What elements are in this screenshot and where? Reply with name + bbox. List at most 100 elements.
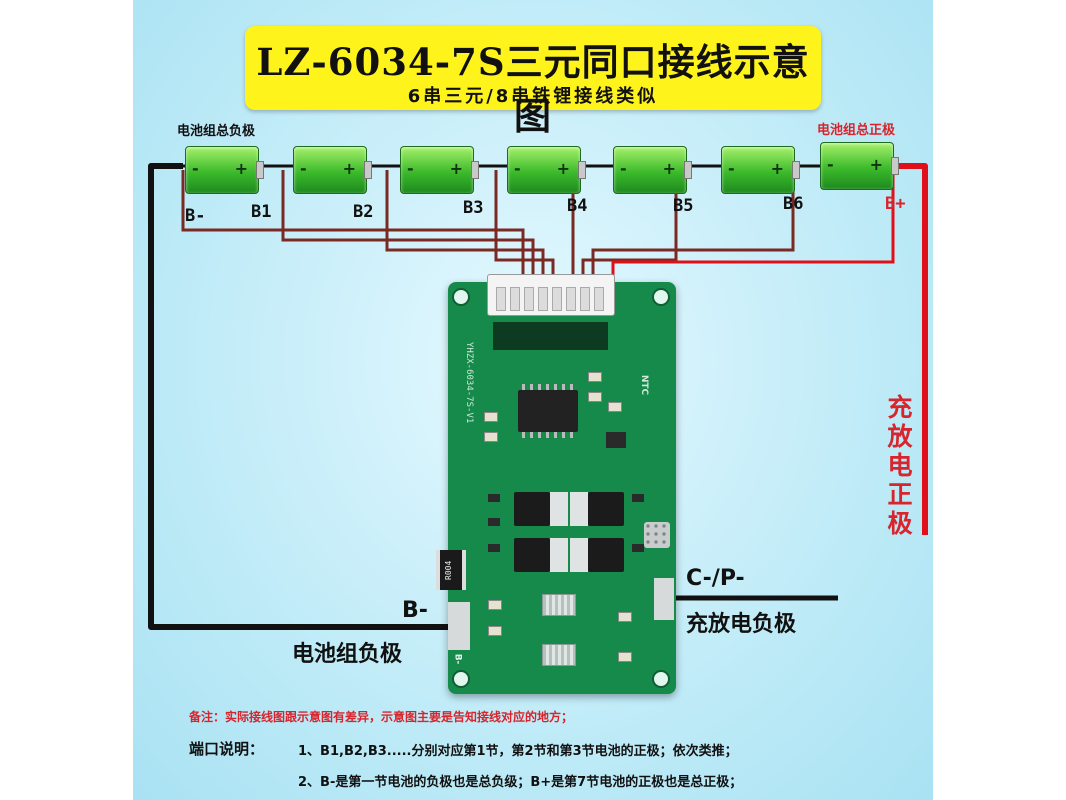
connector-pin xyxy=(580,287,590,311)
remark-note: 备注：实际接线图跟示意图有差异，示意图主要是告知接线对应的地方； xyxy=(189,710,574,724)
chip-pin xyxy=(562,384,565,390)
chip-pin xyxy=(554,384,557,390)
mosfet-tab xyxy=(550,538,568,572)
balance-wire-b5 xyxy=(581,170,678,286)
smd-resistor xyxy=(618,612,632,622)
label-b6: B6 xyxy=(783,194,804,214)
cell-plus-sign: + xyxy=(556,159,570,178)
connector-pin xyxy=(496,287,506,311)
mosfet-tab xyxy=(550,492,568,526)
mounting-hole xyxy=(652,288,670,306)
diagram-panel: LZ-6034-7S三元同口接线示意图 6串三元/8串铁锂接线类似 电池组总负极… xyxy=(133,0,933,800)
connector-pin xyxy=(552,287,562,311)
cell-plus-sign: + xyxy=(342,159,356,178)
cell-minus-sign: - xyxy=(514,159,521,178)
battery-cell-1: -+ xyxy=(185,146,264,194)
smd-resistor xyxy=(588,392,602,402)
chip-pin xyxy=(570,432,573,438)
mosfet xyxy=(514,492,550,526)
cell-terminal xyxy=(684,161,692,179)
cell-plus-sign: + xyxy=(770,159,784,178)
chip-pin xyxy=(522,432,525,438)
battery-cell-3: -+ xyxy=(400,146,479,194)
cell-minus-sign: - xyxy=(192,159,199,178)
cell-terminal xyxy=(471,161,479,179)
page-title: LZ-6034-7S三元同口接线示意图 xyxy=(256,40,810,138)
cell-plus-sign: + xyxy=(662,159,676,178)
label-b-minus: B- xyxy=(185,206,206,226)
mosfet xyxy=(588,492,624,526)
smd-resistor xyxy=(488,626,502,636)
smd-resistor xyxy=(484,412,498,422)
smd-diode xyxy=(632,544,644,552)
current-sense-pad xyxy=(542,594,576,616)
smd-diode xyxy=(488,494,500,502)
mosfet-tab xyxy=(570,538,588,572)
b-minus-solder-pad xyxy=(448,602,470,650)
mosfet-tab xyxy=(570,492,588,526)
chip-pin xyxy=(538,432,541,438)
chip-pin xyxy=(554,432,557,438)
cell-terminal xyxy=(364,161,372,179)
cell-plus-sign: + xyxy=(234,159,248,178)
battery-cell-4: -+ xyxy=(507,146,586,194)
mounting-hole xyxy=(452,288,470,306)
page-subtitle: 6串三元/8串铁锂接线类似 xyxy=(407,86,659,107)
cell-minus-sign: - xyxy=(620,159,627,178)
smd-resistor xyxy=(588,372,602,382)
connector-pin xyxy=(566,287,576,311)
label-b-plus: B+ xyxy=(885,194,906,214)
smd-diode xyxy=(488,544,500,552)
balance-wire-b2 xyxy=(385,170,545,286)
b-minus-main-wire xyxy=(148,163,448,630)
shunt-resistor-label: R004 xyxy=(444,560,453,580)
mosfet xyxy=(588,538,624,572)
label-b1: B1 xyxy=(251,202,272,222)
mounting-hole xyxy=(652,670,670,688)
bms-ic-chip xyxy=(518,384,578,438)
port-description-item-1: 1、B1,B2,B3.....分别对应第1节，第2节和第3节电池的正极；依次类推… xyxy=(298,744,738,759)
cell-terminal xyxy=(256,161,264,179)
connector-pin xyxy=(524,287,534,311)
battery-total-negative-label: 电池组总负极 xyxy=(177,124,256,139)
cell-minus-sign: - xyxy=(827,155,834,174)
p-minus-solder-pad xyxy=(654,578,674,620)
cell-terminal xyxy=(891,157,899,175)
current-sense-pad xyxy=(542,644,576,666)
b-plus-main-wire xyxy=(891,163,928,535)
cell-terminal xyxy=(792,161,800,179)
smd-capacitor xyxy=(608,402,622,412)
connector-pin xyxy=(538,287,548,311)
label-b4: B4 xyxy=(567,196,588,216)
cell-minus-sign: - xyxy=(728,159,735,178)
chip-pin xyxy=(546,432,549,438)
battery-cell-2: -+ xyxy=(293,146,372,194)
cell-terminal xyxy=(578,161,586,179)
chip-pin xyxy=(562,432,565,438)
board-model-silkscreen: YHZX-6034-7S-V1 xyxy=(464,342,474,424)
battery-total-positive-label: 电池组总正极 xyxy=(817,123,896,138)
shunt-resistor: R004 xyxy=(436,550,466,590)
bms-protection-board: YHZX-6034-7S-V1 NTC xyxy=(436,274,676,694)
connector-pin xyxy=(594,287,604,311)
cell-minus-sign: - xyxy=(407,159,414,178)
charge-discharge-negative-label: 充放电负极 xyxy=(686,612,797,637)
balance-wire-b3 xyxy=(494,170,555,286)
chip-pin xyxy=(570,384,573,390)
chip-pin xyxy=(530,384,533,390)
charge-discharge-positive-label: 充放电正极 xyxy=(885,393,915,538)
vertical-label-char: 正 xyxy=(887,480,913,509)
port-description-label: 端口说明： xyxy=(189,740,265,758)
c-p-minus-label: C-/P- xyxy=(686,566,745,591)
vertical-label-char: 放 xyxy=(887,422,913,451)
label-b5: B5 xyxy=(673,196,694,216)
battery-pack-negative-label: 电池组负极 xyxy=(292,642,403,667)
mounting-hole xyxy=(452,670,470,688)
battery-cell-7: -+ xyxy=(820,142,899,190)
smd-diode xyxy=(488,518,500,526)
balance-connector xyxy=(487,274,615,316)
b-minus-pcb-label: B- xyxy=(402,598,428,623)
balance-wire-b-minus xyxy=(181,170,525,286)
cell-minus-sign: - xyxy=(300,159,307,178)
wiring-diagram xyxy=(148,163,928,630)
